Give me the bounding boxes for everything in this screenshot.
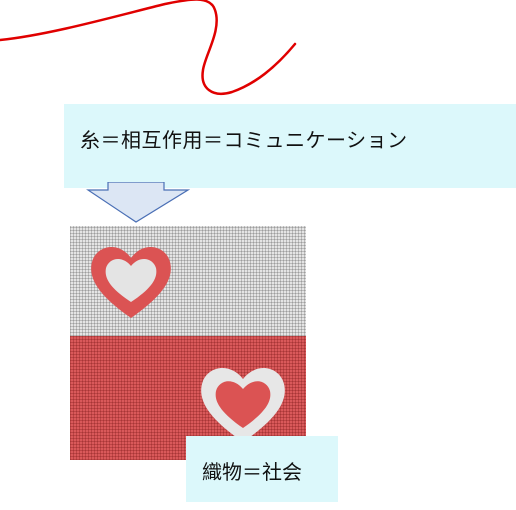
fabric-white-band (70, 226, 306, 336)
fabric-society-label: 織物＝社会 (202, 460, 302, 484)
thread-communication-label: 糸＝相互作用＝コミュニケーション (80, 128, 408, 152)
down-arrow (86, 182, 190, 223)
thread-communication-textbox: 糸＝相互作用＝コミュニケーション (64, 104, 516, 188)
fabric-society-textbox: 織物＝社会 (186, 436, 338, 502)
red-heart-icon (91, 246, 171, 318)
white-heart-icon (201, 368, 285, 442)
fabric-image (70, 226, 306, 460)
red-thread-curve (0, 0, 297, 95)
